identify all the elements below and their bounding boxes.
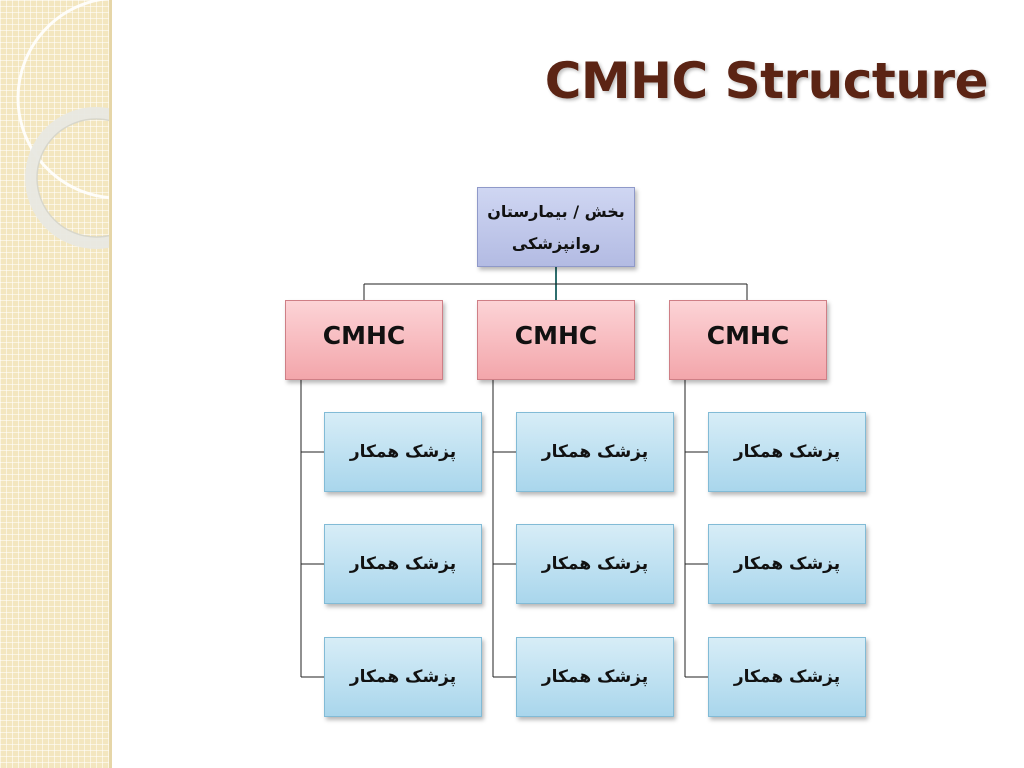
member-node: پزشک همکار [708,412,866,492]
member-node: پزشک همکار [516,524,674,604]
member-node: پزشک همکار [708,524,866,604]
cmhc-node-2: CMHC [477,300,635,380]
cmhc-node-3: CMHC [669,300,827,380]
member-node: پزشک همکار [324,524,482,604]
slide-title: CMHC Structure [544,52,989,110]
member-node: پزشک همکار [324,412,482,492]
decorative-side-strip [0,0,112,768]
side-strip-edge [109,0,112,768]
root-line-1: بخش / بیمارستان [487,202,625,221]
decorative-circles [16,0,112,249]
member-node: پزشک همکار [324,637,482,717]
cmhc-node-1: CMHC [285,300,443,380]
root-node: بخش / بیمارستان روانپزشکی [477,187,635,267]
member-node: پزشک همکار [516,637,674,717]
member-node: پزشک همکار [708,637,866,717]
member-node: پزشک همکار [516,412,674,492]
root-line-2: روانپزشکی [511,234,601,253]
